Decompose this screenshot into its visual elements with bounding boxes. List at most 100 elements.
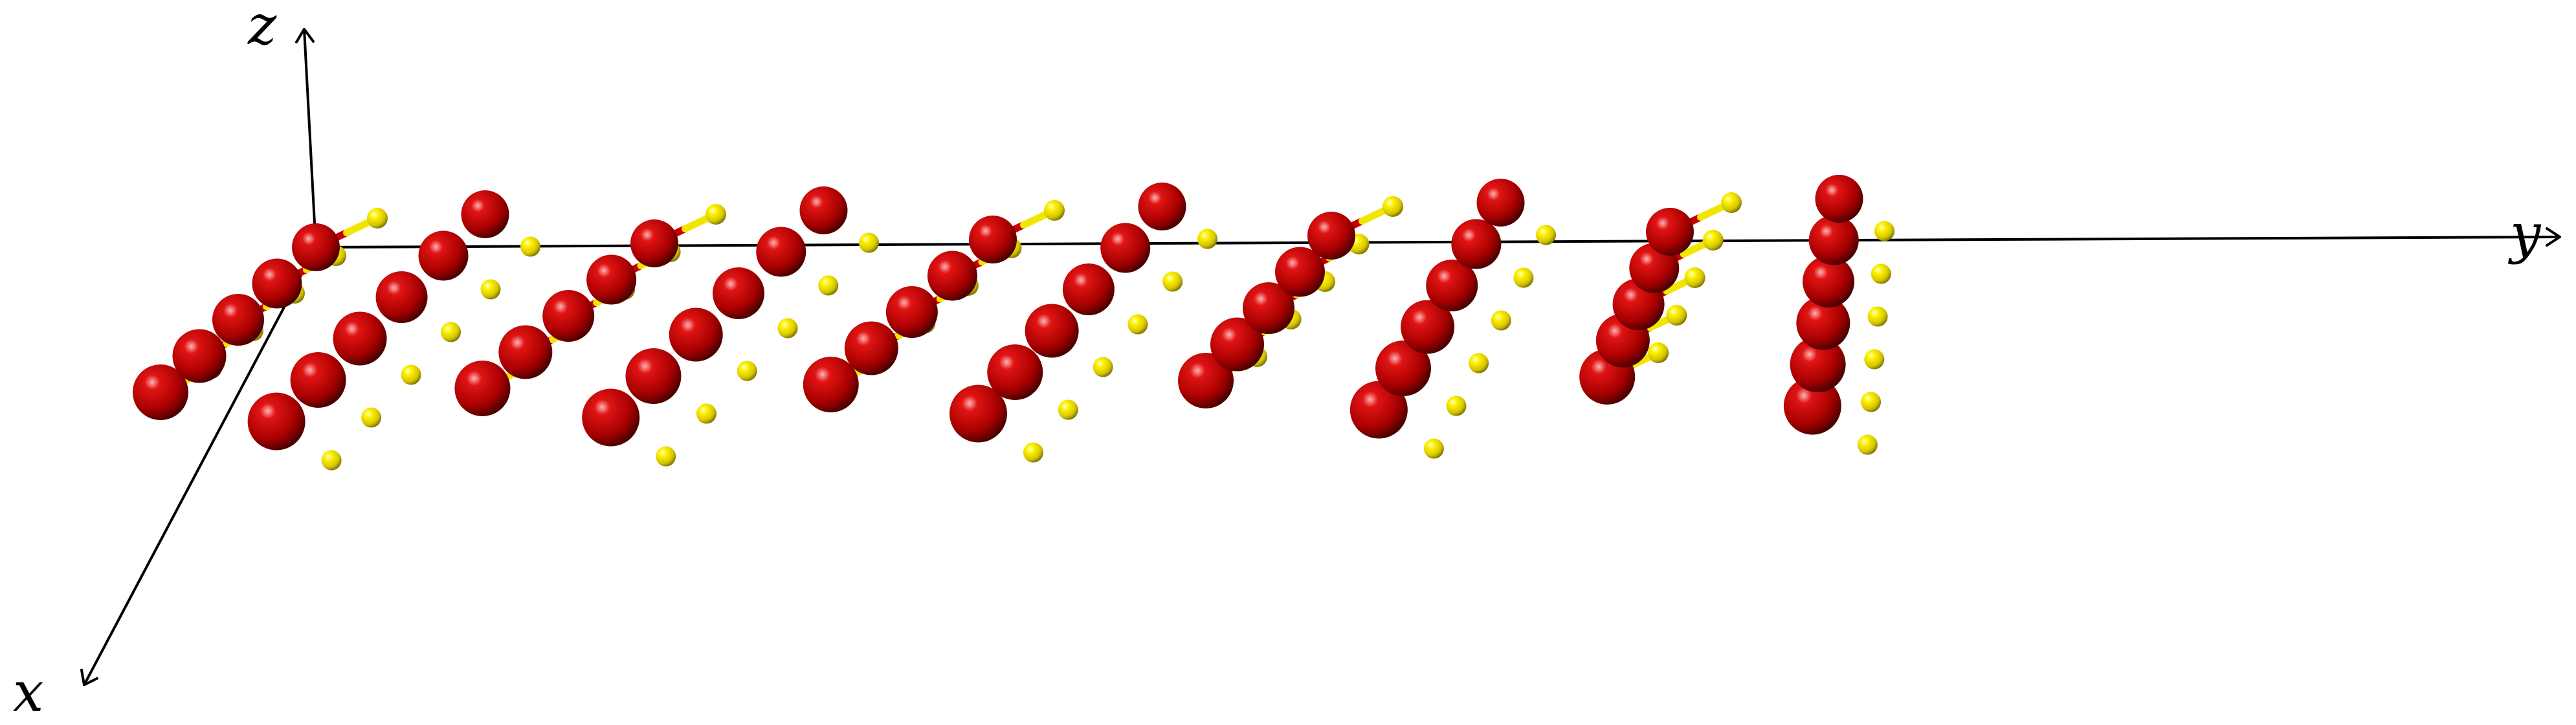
large-atom bbox=[1426, 260, 1478, 311]
z-axis-label: z bbox=[247, 0, 277, 57]
y-axis bbox=[315, 227, 2561, 249]
small-atom bbox=[1197, 229, 1217, 249]
small-atom bbox=[367, 208, 388, 229]
small-atom bbox=[1874, 221, 1894, 241]
small-atom bbox=[1536, 225, 1556, 245]
small-atom bbox=[696, 403, 716, 424]
large-atom bbox=[1790, 337, 1846, 392]
small-atom bbox=[1721, 192, 1742, 213]
large-atom bbox=[1138, 183, 1186, 230]
small-atom bbox=[1857, 434, 1878, 455]
small-atom bbox=[1867, 306, 1888, 327]
large-atom bbox=[987, 344, 1043, 400]
small-atom bbox=[361, 407, 382, 428]
x-axis bbox=[80, 247, 317, 686]
large-atom bbox=[844, 321, 898, 375]
large-atom bbox=[375, 271, 428, 323]
small-atom bbox=[321, 450, 342, 471]
large-atom bbox=[799, 186, 848, 234]
small-atom bbox=[1446, 396, 1467, 416]
large-atom bbox=[333, 311, 387, 366]
y-axis-label: y bbox=[2507, 202, 2542, 265]
large-atom bbox=[542, 290, 595, 342]
large-atom bbox=[1803, 256, 1855, 307]
small-atom bbox=[1127, 314, 1148, 335]
small-atom bbox=[1023, 442, 1043, 463]
large-atom bbox=[172, 329, 227, 383]
large-atom bbox=[630, 219, 678, 267]
large-atom bbox=[247, 392, 305, 451]
small-atom bbox=[1864, 349, 1885, 370]
atom-lattice bbox=[133, 175, 1894, 471]
large-atom bbox=[252, 258, 302, 309]
x-axis-label: x bbox=[13, 660, 43, 724]
large-atom bbox=[1025, 304, 1079, 358]
small-atom bbox=[441, 322, 461, 342]
large-atom bbox=[1062, 263, 1115, 315]
large-atom bbox=[1275, 247, 1326, 297]
large-atom bbox=[1401, 300, 1455, 354]
small-atom bbox=[401, 364, 421, 385]
small-atom bbox=[1491, 310, 1511, 331]
small-atom bbox=[1702, 230, 1724, 251]
small-atom bbox=[818, 275, 839, 296]
large-atom bbox=[1243, 282, 1295, 334]
small-atom bbox=[859, 232, 879, 253]
large-atom bbox=[1178, 353, 1234, 408]
large-atom bbox=[290, 352, 346, 408]
small-atom bbox=[480, 279, 501, 300]
large-atom bbox=[1629, 243, 1680, 293]
small-atom bbox=[777, 318, 798, 339]
large-atom bbox=[418, 230, 469, 281]
small-atom bbox=[1666, 305, 1687, 326]
small-atom bbox=[1423, 438, 1444, 459]
large-atom bbox=[1375, 340, 1431, 396]
small-atom bbox=[705, 204, 726, 225]
small-atom bbox=[1162, 271, 1183, 292]
large-atom bbox=[969, 216, 1017, 263]
small-atom bbox=[737, 361, 757, 381]
large-atom bbox=[1100, 223, 1151, 273]
small-atom bbox=[520, 236, 540, 257]
small-atom bbox=[1861, 392, 1882, 412]
large-atom bbox=[582, 388, 640, 447]
large-atom bbox=[1476, 179, 1525, 227]
large-atom bbox=[625, 348, 682, 404]
large-atom bbox=[803, 357, 859, 412]
z-arrowhead bbox=[295, 28, 315, 43]
large-atom bbox=[949, 385, 1007, 443]
large-atom bbox=[669, 307, 723, 362]
small-atom bbox=[656, 446, 676, 467]
large-atom bbox=[1783, 377, 1841, 435]
small-atom bbox=[1058, 399, 1078, 420]
small-atom bbox=[1871, 263, 1891, 284]
large-atom bbox=[586, 254, 637, 305]
large-atom bbox=[927, 251, 977, 301]
large-atom bbox=[885, 286, 938, 338]
large-atom bbox=[1815, 175, 1863, 223]
small-atom bbox=[1093, 357, 1113, 377]
large-atom bbox=[1349, 381, 1408, 439]
x-arrowhead bbox=[80, 669, 98, 686]
large-atom bbox=[1796, 296, 1850, 350]
large-atom bbox=[292, 223, 340, 271]
large-atom bbox=[1210, 317, 1265, 372]
large-atom bbox=[133, 364, 188, 420]
small-atom bbox=[1044, 200, 1065, 221]
y-arrowhead bbox=[2546, 227, 2561, 247]
z-axis bbox=[295, 28, 317, 248]
large-atom bbox=[454, 361, 511, 416]
large-atom bbox=[212, 294, 264, 346]
large-atom bbox=[1307, 212, 1355, 260]
large-atom bbox=[756, 227, 806, 277]
small-atom bbox=[1469, 353, 1489, 374]
small-atom bbox=[1382, 196, 1403, 217]
large-atom bbox=[461, 190, 509, 238]
large-atom bbox=[1808, 215, 1859, 265]
large-atom bbox=[712, 267, 764, 319]
large-atom bbox=[498, 325, 553, 379]
large-atom bbox=[1646, 208, 1694, 256]
small-atom bbox=[1648, 342, 1669, 363]
small-atom bbox=[1684, 267, 1705, 288]
